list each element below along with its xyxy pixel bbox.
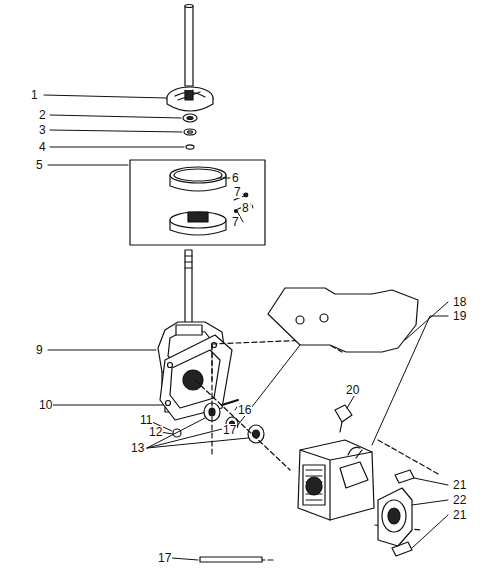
motor: [298, 440, 374, 520]
callout-number: 1: [30, 89, 39, 101]
callout-number: 18: [452, 296, 467, 308]
callout-number: 9: [35, 344, 44, 356]
callout-number: 16: [237, 404, 252, 416]
rod: [200, 557, 262, 562]
callout-number: 20: [345, 384, 360, 396]
callout-number: 21: [452, 509, 467, 521]
cam-part: [167, 87, 213, 111]
callout-number: 5: [35, 159, 44, 171]
transmission-shaft: [185, 250, 192, 328]
pulley-and-clips: [378, 470, 414, 556]
guide-lines: [195, 345, 440, 560]
callout-number: 4: [38, 141, 47, 153]
motor-switch: [335, 405, 352, 432]
callout-number: 7: [233, 186, 242, 198]
pump-cover: [160, 335, 232, 420]
callout-number: 3: [38, 124, 47, 136]
callout-number: 7: [231, 216, 240, 228]
callout-number: 17: [222, 424, 237, 436]
callout-number: 22: [452, 494, 467, 506]
callout-number: 2: [38, 109, 47, 121]
agitator-shaft: [185, 5, 193, 87]
callout-number: 19: [452, 310, 467, 322]
callout-number: 21: [452, 479, 467, 491]
callout-number: 8: [241, 202, 250, 214]
clutch-group-box: [130, 160, 265, 245]
leader-lines: [44, 95, 448, 560]
callout-number: 11: [139, 414, 153, 426]
callout-number: 6: [231, 172, 240, 184]
callout-number: 10: [38, 399, 53, 411]
gasket: [268, 288, 418, 352]
callout-number: 17: [157, 552, 172, 564]
callout-number: 13: [130, 442, 145, 454]
pump-parts: [173, 403, 264, 443]
washers: [183, 114, 197, 149]
callout-number: 12: [148, 426, 163, 438]
